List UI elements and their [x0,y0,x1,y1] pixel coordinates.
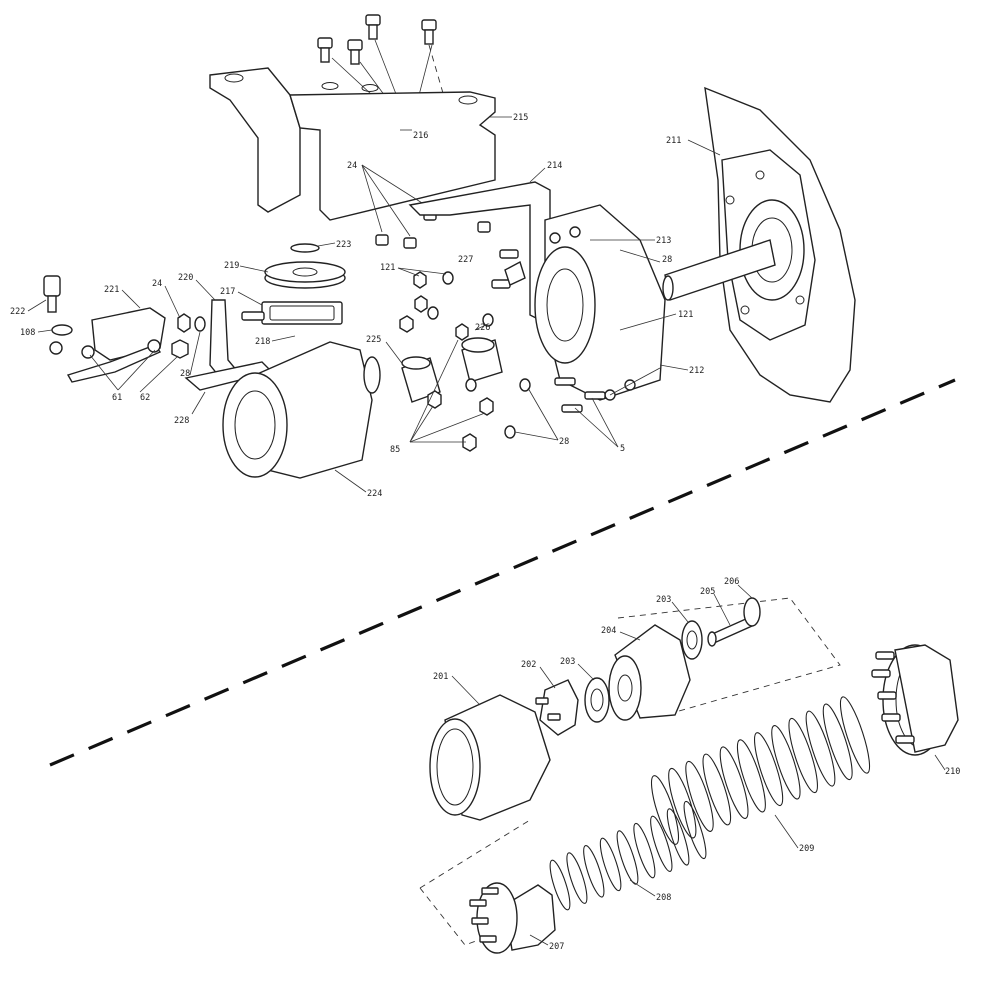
label-209: 209 [799,844,814,854]
spring-209 [650,696,871,845]
nuts-85 [409,339,559,452]
label-210: 210 [945,767,960,777]
spring-coil [822,703,853,781]
label-28-right: 28 [662,255,672,265]
label-207: 207 [549,942,564,952]
spring-coil [616,830,639,885]
lower-part-labels: 206 205 203 204 202 203 201 210 209 208 … [433,577,960,952]
clutch-202 [535,679,579,736]
end-plate-210 [871,644,959,756]
spring-coil [668,767,697,839]
pulley-219 [264,243,346,289]
label-61: 61 [112,393,122,403]
label-205: 205 [700,587,715,597]
label-216: 216 [413,131,428,141]
label-202: 202 [521,660,536,670]
spring-coil [754,732,784,807]
cone-204 [608,624,691,721]
label-224: 224 [367,489,382,499]
label-204: 204 [601,626,616,636]
label-208: 208 [656,893,671,903]
spring-coil [702,753,732,826]
pins-227 [491,249,526,289]
label-212: 212 [689,366,704,376]
spring-coil [719,746,749,820]
nuts-washers-121 [397,267,494,341]
label-222: 222 [10,307,25,317]
plate-211 [704,86,856,403]
label-228: 228 [174,416,189,426]
spring-coil [839,696,871,774]
label-121-left: 121 [380,263,395,273]
label-203-left: 203 [560,657,575,667]
label-28-bottom: 28 [559,437,569,447]
spring-coil [788,717,818,794]
label-213: 213 [656,236,671,246]
bearing-203-right [681,620,703,660]
spring-coil [736,739,766,813]
label-203-right: 203 [656,595,671,605]
label-28-left: 28 [180,369,190,379]
spring-coil [549,859,571,911]
label-220: 220 [178,273,193,283]
label-24: 24 [347,161,357,171]
label-225: 225 [366,335,381,345]
spring-coil [599,837,622,892]
label-121-right: 121 [678,310,693,320]
label-211: 211 [666,136,681,146]
motor-housing-212 [534,204,666,401]
spring-coil [685,760,714,832]
sleeves-225-226 [401,337,503,403]
bracket-214 [408,181,551,321]
bracket-215 [209,67,496,221]
label-214: 214 [547,161,562,171]
spring-coil [583,845,605,898]
spring-coil [650,815,673,872]
label-226: 226 [475,323,490,333]
label-108: 108 [20,328,35,338]
spring-coil [666,808,690,866]
label-217: 217 [220,287,235,297]
bolt-205 [707,597,761,647]
spring-coil [683,800,707,860]
cover-201 [429,694,551,821]
spring-coil [633,822,656,879]
label-219: 219 [224,261,239,271]
label-215: 215 [513,113,528,123]
label-223: 223 [336,240,351,250]
label-5: 5 [620,444,625,454]
spring-208 [549,800,707,911]
bracket-221 [43,275,206,393]
section-separator [49,378,956,767]
upper-part-labels: 216 215 24 214 211 213 28 121 212 5 223 … [10,113,721,499]
spring-coil [771,725,801,800]
hub-207 [469,882,556,954]
upper-assembly: 216 215 24 214 211 213 28 121 212 5 223 … [10,14,856,499]
label-85: 85 [390,445,400,455]
spring-coil [566,852,588,904]
label-201: 201 [433,672,448,682]
lower-assembly: 206 205 203 204 202 203 201 210 209 208 … [419,577,960,954]
studs-5 [554,377,619,448]
label-206: 206 [724,577,739,587]
label-221: 221 [104,285,119,295]
label-24-left: 24 [152,279,162,289]
motor-224 [222,341,381,479]
upper-group-outline [617,597,841,716]
drive-shaft [662,239,776,301]
label-62: 62 [140,393,150,403]
bracket-217 [241,301,343,325]
spring-coil [805,710,836,787]
bearing-203-left [584,677,610,723]
label-218: 218 [255,337,270,347]
spring-coil [650,775,680,845]
label-227: 227 [458,255,473,265]
